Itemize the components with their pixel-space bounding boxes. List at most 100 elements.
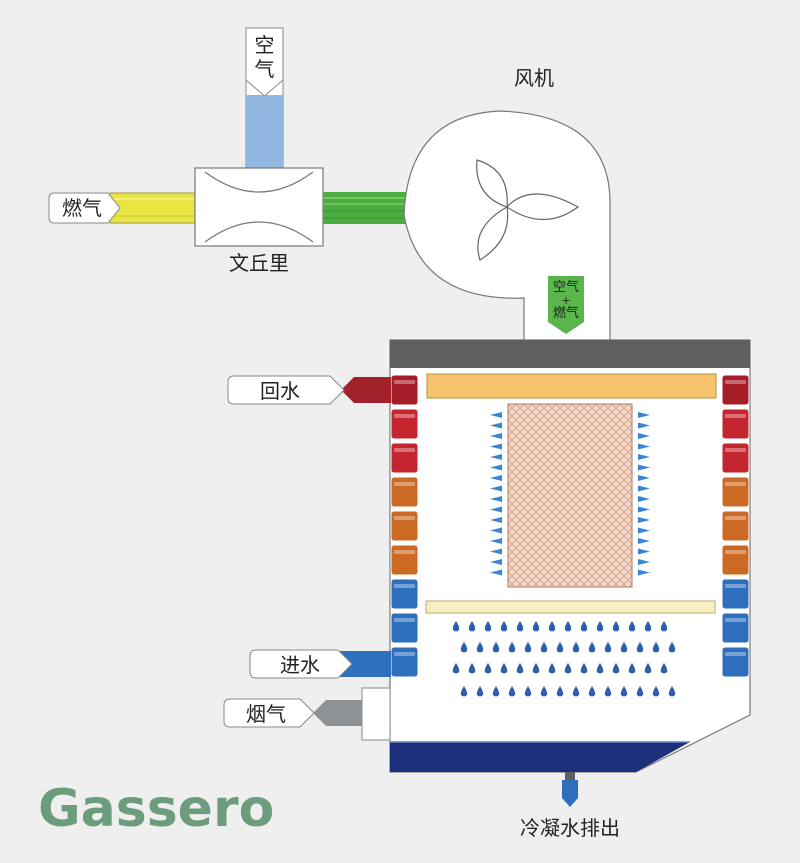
flame-jet	[638, 422, 650, 429]
droplet	[572, 686, 580, 697]
droplet	[516, 621, 524, 632]
flame-jet	[490, 538, 502, 544]
droplet	[532, 621, 540, 632]
heat-exchanger-tubes-left	[390, 374, 419, 678]
flame-jet	[490, 548, 502, 555]
droplet	[636, 686, 644, 697]
tube-segment	[390, 510, 419, 542]
flame-jet	[638, 559, 650, 565]
gas-label-tag	[48, 192, 121, 224]
droplet	[484, 621, 492, 632]
droplet	[604, 686, 612, 697]
flame-jet	[638, 485, 650, 492]
droplet	[652, 642, 660, 653]
tube-highlight	[394, 380, 415, 384]
burner-mesh	[507, 403, 633, 588]
droplet	[564, 621, 572, 632]
tube-segment	[390, 408, 419, 440]
droplet	[484, 663, 492, 674]
droplet	[668, 686, 676, 697]
droplet	[492, 686, 500, 697]
condensate-tray	[390, 742, 690, 772]
condensate-outlet	[562, 772, 578, 807]
air-label-char-1: 空	[255, 33, 275, 57]
flame-jet	[638, 475, 650, 481]
flue-gas-tag	[223, 698, 315, 728]
droplet	[500, 621, 508, 632]
flame-jets-left	[490, 412, 502, 576]
burner-head	[426, 373, 717, 399]
flame-jet	[638, 496, 650, 502]
flame-jet	[638, 538, 650, 544]
droplet	[508, 686, 516, 697]
tube-segment	[390, 442, 419, 474]
flame-jet	[490, 527, 502, 534]
venturi-label: 文丘里	[229, 251, 289, 275]
tube-highlight	[725, 482, 746, 486]
flame-jet	[638, 443, 650, 450]
tube-segment	[721, 612, 750, 644]
tube-highlight	[394, 414, 415, 418]
inlet-water-label: 进水	[280, 653, 320, 677]
droplet	[628, 663, 636, 674]
droplet	[532, 663, 540, 674]
droplet	[468, 663, 476, 674]
tube-highlight	[725, 516, 746, 520]
droplet	[612, 663, 620, 674]
tube-highlight	[725, 550, 746, 554]
droplet	[516, 663, 524, 674]
droplet	[636, 642, 644, 653]
baffle-plate	[425, 600, 716, 614]
mix-label-line-1: 空气	[553, 279, 579, 295]
tube-highlight	[725, 448, 746, 452]
flame-jet	[638, 433, 650, 439]
droplet	[620, 686, 628, 697]
droplet	[588, 642, 596, 653]
tube-highlight	[725, 414, 746, 418]
droplet	[620, 642, 628, 653]
return-water-connection: 回水	[227, 375, 391, 405]
flame-jet	[638, 412, 650, 418]
droplet	[604, 642, 612, 653]
droplet	[500, 663, 508, 674]
tube-highlight	[394, 652, 415, 656]
droplet	[556, 642, 564, 653]
air-label-char-2: 气	[255, 57, 275, 81]
flame-jets-right	[638, 412, 650, 576]
droplet	[588, 686, 596, 697]
droplet	[452, 663, 460, 674]
tube-segment	[721, 476, 750, 508]
droplet	[644, 621, 652, 632]
return-water-label: 回水	[260, 379, 300, 403]
tube-highlight	[394, 618, 415, 622]
flame-jet	[638, 506, 650, 513]
tube-highlight	[394, 516, 415, 520]
droplet	[524, 642, 532, 653]
droplet	[668, 642, 676, 653]
inlet-water-tag	[249, 649, 353, 679]
tube-segment	[390, 374, 419, 406]
inlet-water-connection: 进水	[249, 649, 391, 679]
droplet	[580, 663, 588, 674]
droplet	[452, 621, 460, 632]
droplet	[572, 642, 580, 653]
tube-segment	[721, 646, 750, 678]
flame-jet	[490, 475, 502, 481]
top-plate	[390, 340, 750, 368]
venturi-body: 文丘里	[194, 167, 324, 275]
air-inlet-pipe: 空 气	[245, 27, 284, 169]
gas-inlet-pipe: 燃气	[48, 192, 197, 224]
droplet	[460, 642, 468, 653]
return-water-tag	[227, 375, 345, 405]
droplet	[556, 686, 564, 697]
gas-label: 燃气	[62, 196, 102, 220]
flame-jet	[490, 485, 502, 492]
tube-segment	[390, 476, 419, 508]
flame-jet	[490, 559, 502, 565]
flame-jet	[638, 454, 650, 460]
flue-gas-label: 烟气	[246, 702, 286, 726]
flame-jet	[490, 422, 502, 429]
tube-segment	[721, 578, 750, 610]
tube-segment	[390, 612, 419, 644]
droplet	[540, 642, 548, 653]
